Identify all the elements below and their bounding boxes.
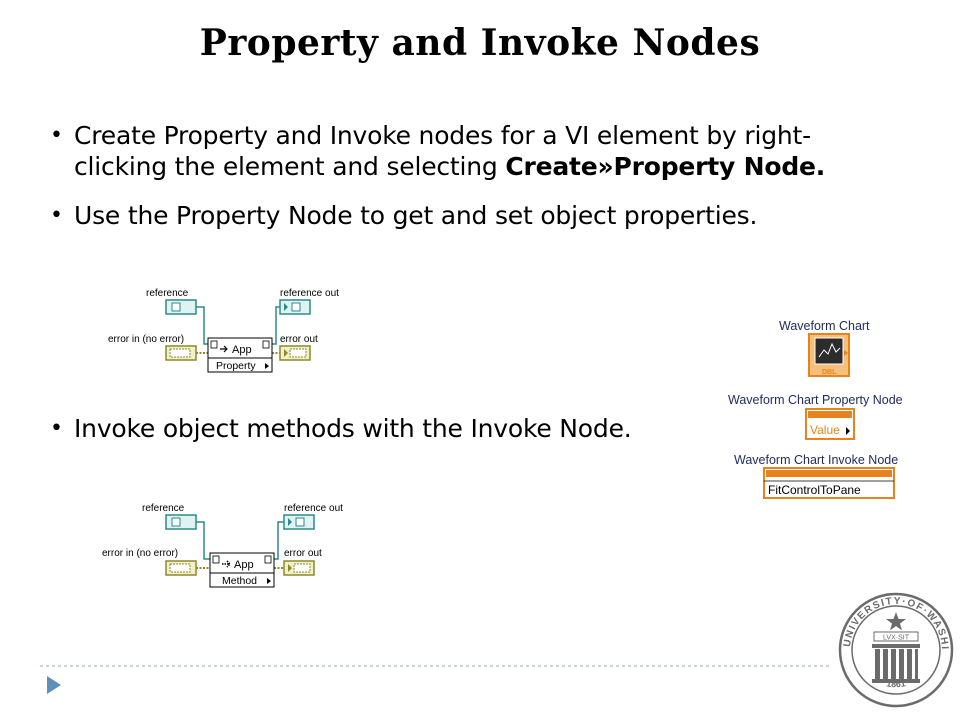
reference-label: reference [142,503,185,514]
bullet-dot: • [50,123,63,148]
method-label: FitControlToPane [768,483,861,497]
waveform-chart-invoke-node[interactable]: FitControlToPane [763,467,895,499]
reference-wire [196,521,210,560]
error-out-label: error out [284,548,322,559]
property-node-diagram: reference reference out error in (no err… [108,288,339,373]
app-label: App [232,344,252,356]
bullet-2-line-1: Use the Property Node to get and set obj… [74,201,758,230]
bullet-1: • Create Property and Invoke nodes for a… [50,120,870,182]
error-in-terminal[interactable] [165,560,197,576]
bullet-dot: • [50,203,63,228]
error-out-terminal[interactable] [279,345,311,361]
invoke-node-title: Waveform Chart Invoke Node [734,453,898,467]
error-in-label: error in (no error) [102,548,178,559]
reference-out-terminal[interactable] [283,514,315,530]
invoke-node[interactable]: App Method [209,552,275,588]
seal-motto: LVX·SIT [883,635,910,642]
property-node[interactable]: App Property [207,337,273,373]
invoke-node-diagram: reference reference out error in (no err… [102,503,343,588]
bullet-1-bold: Create»Property Node. [505,152,826,181]
nav-triangle-icon[interactable] [44,674,64,696]
reference-out-label: reference out [284,503,343,514]
reference-terminal[interactable] [165,299,197,315]
bullet-3-line-1: Invoke object methods with the Invoke No… [74,414,632,443]
bullet-3: • Invoke object methods with the Invoke … [50,413,750,444]
invoke-node-label: Method [222,575,257,587]
footer-divider [40,665,830,667]
app-label: App [234,559,254,571]
reference-wire [196,306,208,345]
university-seal-logo: UNIVERSITY·OF·WASHINGTON 1861 LVX·SIT [838,592,954,708]
reference-label: reference [146,288,189,299]
waveform-chart-property-node[interactable]: Value [805,408,855,440]
bullet-2: • Use the Property Node to get and set o… [50,200,870,231]
property-node-title: Waveform Chart Property Node [728,393,903,407]
slide-title: Property and Invoke Nodes [199,22,761,64]
error-out-label: error out [280,334,318,345]
dbl-label: DBL [822,369,837,376]
reference-out-terminal[interactable] [279,299,311,315]
reference-terminal[interactable] [165,514,197,530]
bullet-1-line-1: Create Property and Invoke nodes for a V… [74,121,811,150]
error-out-terminal[interactable] [283,560,315,576]
property-node-label: Property [216,360,256,372]
reference-out-wire [274,521,284,560]
error-in-label: error in (no error) [108,334,184,345]
reference-out-wire [272,306,280,345]
waveform-chart-title: Waveform Chart [779,319,870,333]
value-label: Value [810,423,840,437]
waveform-chart-panel: Waveform Chart DBL Waveform Chart Proper… [728,319,903,499]
bullet-1-line-2: clicking the element and selecting Creat… [74,152,826,181]
reference-out-label: reference out [280,288,339,299]
bullet-dot: • [50,416,63,441]
seal-year: 1861 [886,678,907,689]
error-in-terminal[interactable] [165,345,197,361]
waveform-chart-icon[interactable]: DBL [808,333,850,377]
